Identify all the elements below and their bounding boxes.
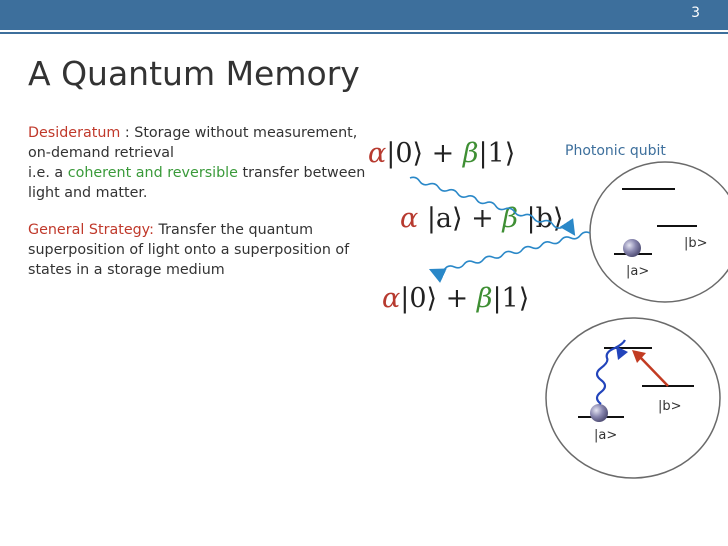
desideratum-suffix: transfer between light and matter. <box>28 165 366 201</box>
atom-top <box>623 239 641 257</box>
photon-in-arrow <box>409 176 576 236</box>
equation-photon-in: α|0⟩ + β|1⟩ <box>368 138 516 169</box>
desideratum-highlight: coherent and reversible <box>67 165 238 181</box>
equation-photon-out: α|0⟩ + β|1⟩ <box>382 283 530 314</box>
equation-atom-state: α |a⟩ + β |b⟩ <box>400 203 564 234</box>
storage-medium-circle-bottom <box>545 317 721 479</box>
excitation-wavy-line <box>595 339 626 405</box>
desideratum-ie: i.e. a <box>28 165 68 181</box>
slide-title: A Quantum Memory <box>28 54 360 93</box>
desideratum-text: : Storage without measurement, on-demand… <box>28 125 358 161</box>
control-arrow-line <box>639 356 669 387</box>
ket-a-label-top: |a> <box>626 264 650 279</box>
photonic-qubit-label: Photonic qubit <box>565 143 666 159</box>
desideratum-label: Desideratum <box>28 125 121 141</box>
atom-bottom <box>590 404 608 422</box>
excitation-arrowhead <box>616 346 628 360</box>
desideratum-paragraph: Desideratum : Storage without measuremen… <box>28 123 368 203</box>
ket-b-label-bottom: |b> <box>658 399 682 414</box>
strategy-paragraph: General Strategy: Transfer the quantum s… <box>28 220 368 280</box>
control-arrowhead <box>632 350 646 363</box>
storage-medium-circle-top <box>589 161 728 303</box>
ket-b-label-top: |b> <box>684 236 708 251</box>
strategy-text: Transfer the quantum superposition of li… <box>28 222 350 278</box>
strategy-label: General Strategy: <box>28 222 154 238</box>
photon-out-arrow <box>428 231 591 283</box>
slide-number: 3 <box>691 5 700 21</box>
top-bar <box>0 0 728 30</box>
ket-a-label-bottom: |a> <box>594 428 618 443</box>
top-bar-rule <box>0 32 728 34</box>
